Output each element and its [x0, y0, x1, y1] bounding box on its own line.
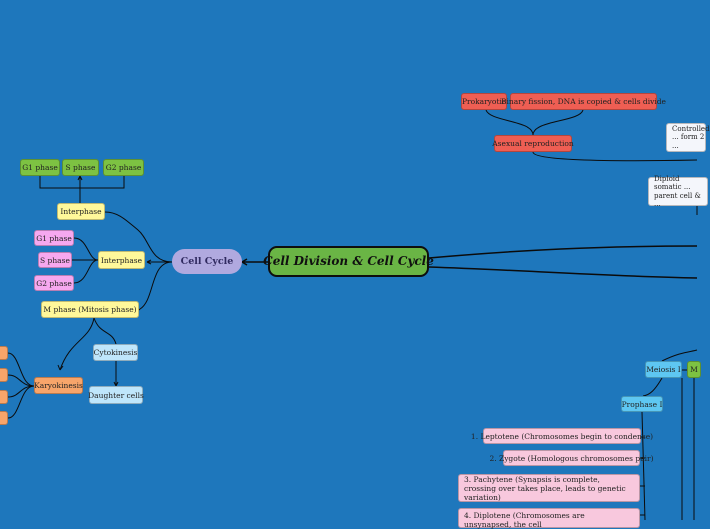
connector-lines [7, 109, 698, 521]
s-phase-top-node[interactable]: S phase [62, 159, 99, 176]
karyokinesis-child-3[interactable] [0, 390, 8, 404]
m-phase-node[interactable]: M phase (Mitosis phase) [41, 301, 139, 318]
zygote-node[interactable]: 2. Zygote (Homologous chromosomes pair) [489, 450, 654, 466]
cytokinesis-node[interactable]: Cytokinesis [93, 344, 138, 361]
karyokinesis-node[interactable]: Karyokinesis [34, 377, 83, 394]
controlled-note[interactable]: Controlled ... form 2 ... [666, 123, 710, 152]
meiosis-1-node[interactable]: Meiosis I [645, 361, 682, 378]
interphase-node[interactable]: Interphase [98, 251, 145, 269]
daughter-cells-node[interactable]: Daughter cells [88, 386, 144, 404]
g2-phase-top-node[interactable]: G2 phase [103, 159, 144, 176]
interphase-top-node[interactable]: Interphase [57, 203, 105, 220]
meiosis-right-node[interactable]: M [687, 361, 701, 378]
diploid-note[interactable]: Diploid somatic ... parent cell & ... [648, 175, 708, 208]
g2-phase-node[interactable]: G2 phase [34, 275, 74, 291]
pachytene-node[interactable]: 3. Pachytene (Synapsis is complete, cros… [458, 474, 640, 502]
s-phase-node[interactable]: S phase [38, 252, 72, 268]
g1-phase-top-node[interactable]: G1 phase [20, 159, 60, 176]
cell-cycle-topic[interactable]: Cell Cycle [172, 249, 242, 274]
prokaryotic-node[interactable]: Prokaryotic [461, 93, 507, 110]
leptotene-node[interactable]: 1. Leptotene (Chromosomes begin to conde… [471, 428, 653, 444]
diplotene-node[interactable]: 4. Diplotene (Chromosomes are unsynapsed… [458, 508, 640, 529]
karyokinesis-child-1[interactable] [0, 346, 8, 360]
karyokinesis-child-4[interactable] [0, 411, 8, 425]
g1-phase-node[interactable]: G1 phase [34, 230, 74, 246]
central-topic[interactable]: Cell Division & Cell Cycle [263, 246, 434, 277]
binary-fission-node[interactable]: Binary fission, DNA is copied & cells di… [501, 93, 666, 110]
prophase-1-node[interactable]: Prophase I [621, 396, 663, 412]
karyokinesis-child-2[interactable] [0, 368, 8, 382]
asexual-reproduction-node[interactable]: Asexual reproduction [492, 135, 574, 152]
